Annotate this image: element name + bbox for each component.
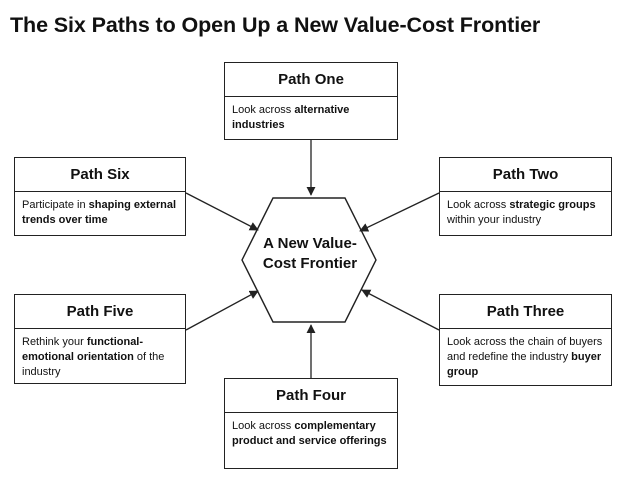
description-text: within your industry — [447, 214, 542, 226]
path-three-description: Look across the chain of buyers and rede… — [440, 329, 611, 386]
diagram-title: The Six Paths to Open Up a New Value-Cos… — [10, 13, 541, 37]
description-text: Look across — [232, 104, 295, 116]
path-one-description: Look across alternative industries — [225, 97, 397, 139]
hub-line-1: A New Value- — [263, 235, 357, 252]
hub-label: A New Value- Cost Frontier — [240, 234, 380, 274]
hub-line-2: Cost Frontier — [262, 255, 358, 272]
arrow-path-three — [361, 289, 440, 331]
hub-hexagon — [241, 197, 377, 323]
description-text: of the industry — [22, 351, 165, 378]
path-four-description: Look across complementary product and se… — [225, 413, 397, 455]
arrow-path-two — [359, 192, 440, 232]
description-text: Rethink your — [22, 336, 87, 348]
path-four-box: Path Four Look across complementary prod… — [224, 378, 398, 469]
path-six-title: Path Six — [15, 158, 185, 192]
description-text: Participate in — [22, 199, 89, 211]
path-two-box: Path Two Look across strategic groups wi… — [439, 157, 612, 236]
emphasized-text: strategic groups — [509, 199, 596, 211]
arrow-path-five — [185, 290, 259, 331]
path-one-box: Path One Look across alternative industr… — [224, 62, 398, 140]
path-six-description: Participate in shaping external trends o… — [15, 192, 185, 234]
path-five-description: Rethink your functional-emotional orient… — [15, 329, 185, 386]
path-four-title: Path Four — [225, 379, 397, 413]
path-five-title: Path Five — [15, 295, 185, 329]
arrow-path-six — [185, 192, 259, 231]
path-five-box: Path Five Rethink your functional-emotio… — [14, 294, 186, 384]
path-three-box: Path Three Look across the chain of buye… — [439, 294, 612, 386]
path-two-title: Path Two — [440, 158, 611, 192]
emphasized-text: functional-emotional orientation — [22, 336, 144, 363]
emphasized-text: buyer group — [447, 351, 602, 378]
path-two-description: Look across strategic groups within your… — [440, 192, 611, 234]
path-six-box: Path Six Participate in shaping external… — [14, 157, 186, 236]
description-text: Look across the chain of buyers and rede… — [447, 336, 603, 363]
path-one-title: Path One — [225, 63, 397, 97]
emphasized-text: alternative industries — [232, 104, 350, 131]
path-three-title: Path Three — [440, 295, 611, 329]
description-text: Look across — [232, 420, 295, 432]
description-text: Look across — [447, 199, 510, 211]
emphasized-text: shaping external trends over time — [22, 199, 177, 226]
emphasized-text: complementary product and service offeri… — [232, 420, 387, 447]
